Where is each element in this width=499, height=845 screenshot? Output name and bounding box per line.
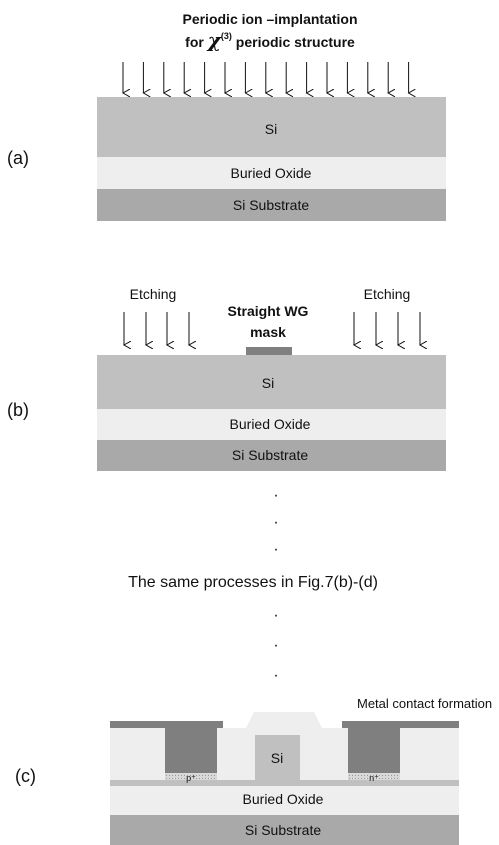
si-layer (97, 97, 446, 157)
waveguide-cladding-bump (246, 712, 322, 728)
mask-label-line2: mask (250, 324, 286, 340)
waveguide-mask (246, 347, 292, 355)
process-continuation: · · · The same processes in Fig.7(b)-(d)… (128, 487, 378, 684)
ellipsis-dot: · (273, 667, 278, 684)
metal-pad-left (110, 721, 223, 728)
si-substrate-layer (110, 815, 459, 845)
buried-oxide-label: Buried Oxide (243, 791, 324, 807)
panel-c-label: (c) (15, 766, 36, 786)
title-suffix: periodic structure (232, 34, 355, 50)
metal-pad-right (342, 721, 459, 728)
slab-si-layer (110, 780, 459, 786)
etching-right-label: Etching (364, 286, 411, 302)
silicon-waveguide (255, 735, 300, 780)
title-prefix: for (185, 34, 208, 50)
n-doped-region (348, 773, 400, 782)
panel-b-label: (b) (7, 400, 29, 420)
panel-a-label: (a) (7, 148, 29, 168)
si-label: Si (262, 375, 274, 391)
chi-superscript: (3) (221, 31, 232, 41)
si-substrate-label: Si Substrate (233, 197, 309, 213)
si-substrate-label: Si Substrate (245, 822, 321, 838)
ion-implantation-arrows (123, 62, 409, 93)
ellipsis-dot: · (273, 637, 278, 654)
si-layer (97, 355, 446, 409)
middle-note: The same processes in Fig.7(b)-(d) (128, 574, 378, 591)
implant-title-line2: for χ(3) periodic structure (185, 28, 355, 52)
buried-oxide-layer (97, 157, 446, 189)
etching-arrows-left (124, 312, 189, 345)
buried-oxide-label: Buried Oxide (231, 165, 312, 181)
si-substrate-layer (97, 440, 446, 471)
implant-title-line1: Periodic ion –implantation (182, 11, 357, 27)
mask-label-line1: Straight WG (228, 303, 309, 319)
ellipsis-dot: · (273, 514, 278, 531)
metal-via-left (165, 728, 217, 773)
panel-a: Periodic ion –implantation for χ(3) peri… (7, 11, 446, 221)
chi-symbol: χ (206, 28, 223, 52)
buried-oxide-layer (97, 409, 446, 440)
ellipsis-dot: · (273, 541, 278, 558)
metal-contact-label: Metal contact formation (357, 696, 492, 711)
panel-c: Metal contact formation Si p⁺ n⁺ Buried … (15, 696, 492, 845)
buried-oxide-label: Buried Oxide (230, 416, 311, 432)
si-substrate-label: Si Substrate (232, 447, 308, 463)
waveguide-si-label: Si (271, 750, 283, 766)
ellipsis-dot: · (273, 607, 278, 624)
metal-via-right (348, 728, 400, 773)
n-doping-label: n⁺ (369, 773, 379, 783)
p-doping-label: p⁺ (186, 773, 196, 783)
si-substrate-layer (97, 189, 446, 221)
p-doped-region (165, 773, 217, 782)
panel-b: Etching Etching Straight WG mask Si Buri… (7, 286, 446, 471)
buried-oxide-layer (110, 786, 459, 815)
si-label: Si (265, 121, 277, 137)
ellipsis-dot: · (273, 487, 278, 504)
etching-left-label: Etching (130, 286, 177, 302)
etching-arrows-right (354, 312, 420, 345)
